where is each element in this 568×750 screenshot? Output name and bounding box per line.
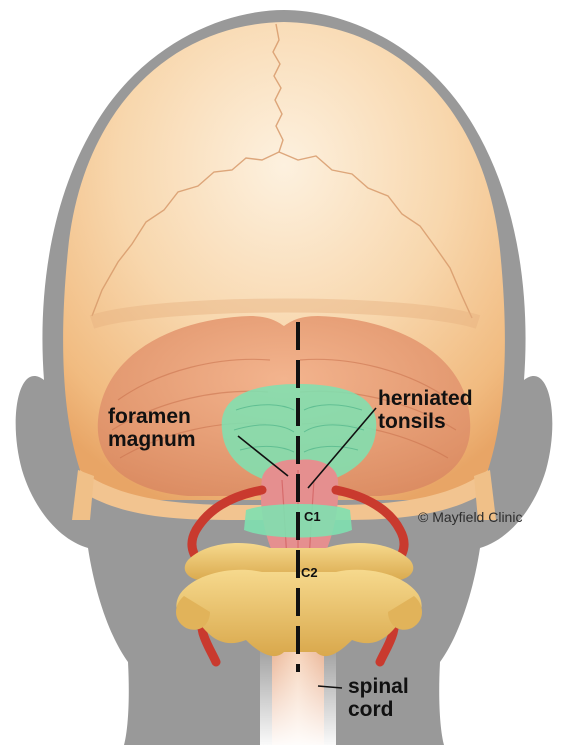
label-c1: C1 — [304, 510, 321, 524]
label-spinal-line2: cord — [348, 698, 394, 721]
label-foramen-line1: foramen — [108, 405, 191, 428]
label-c2: C2 — [301, 566, 318, 580]
label-herniated-tonsils: herniated tonsils — [378, 388, 473, 433]
label-spinal-cord: spinal cord — [348, 676, 409, 721]
label-herniated-line1: herniated — [378, 387, 473, 410]
copyright-credit: © Mayfield Clinic — [418, 509, 522, 525]
label-herniated-line2: tonsils — [378, 410, 446, 433]
label-foramen-line2: magnum — [108, 428, 196, 451]
label-foramen-magnum: foramen magnum — [108, 406, 196, 451]
label-spinal-line1: spinal — [348, 675, 409, 698]
